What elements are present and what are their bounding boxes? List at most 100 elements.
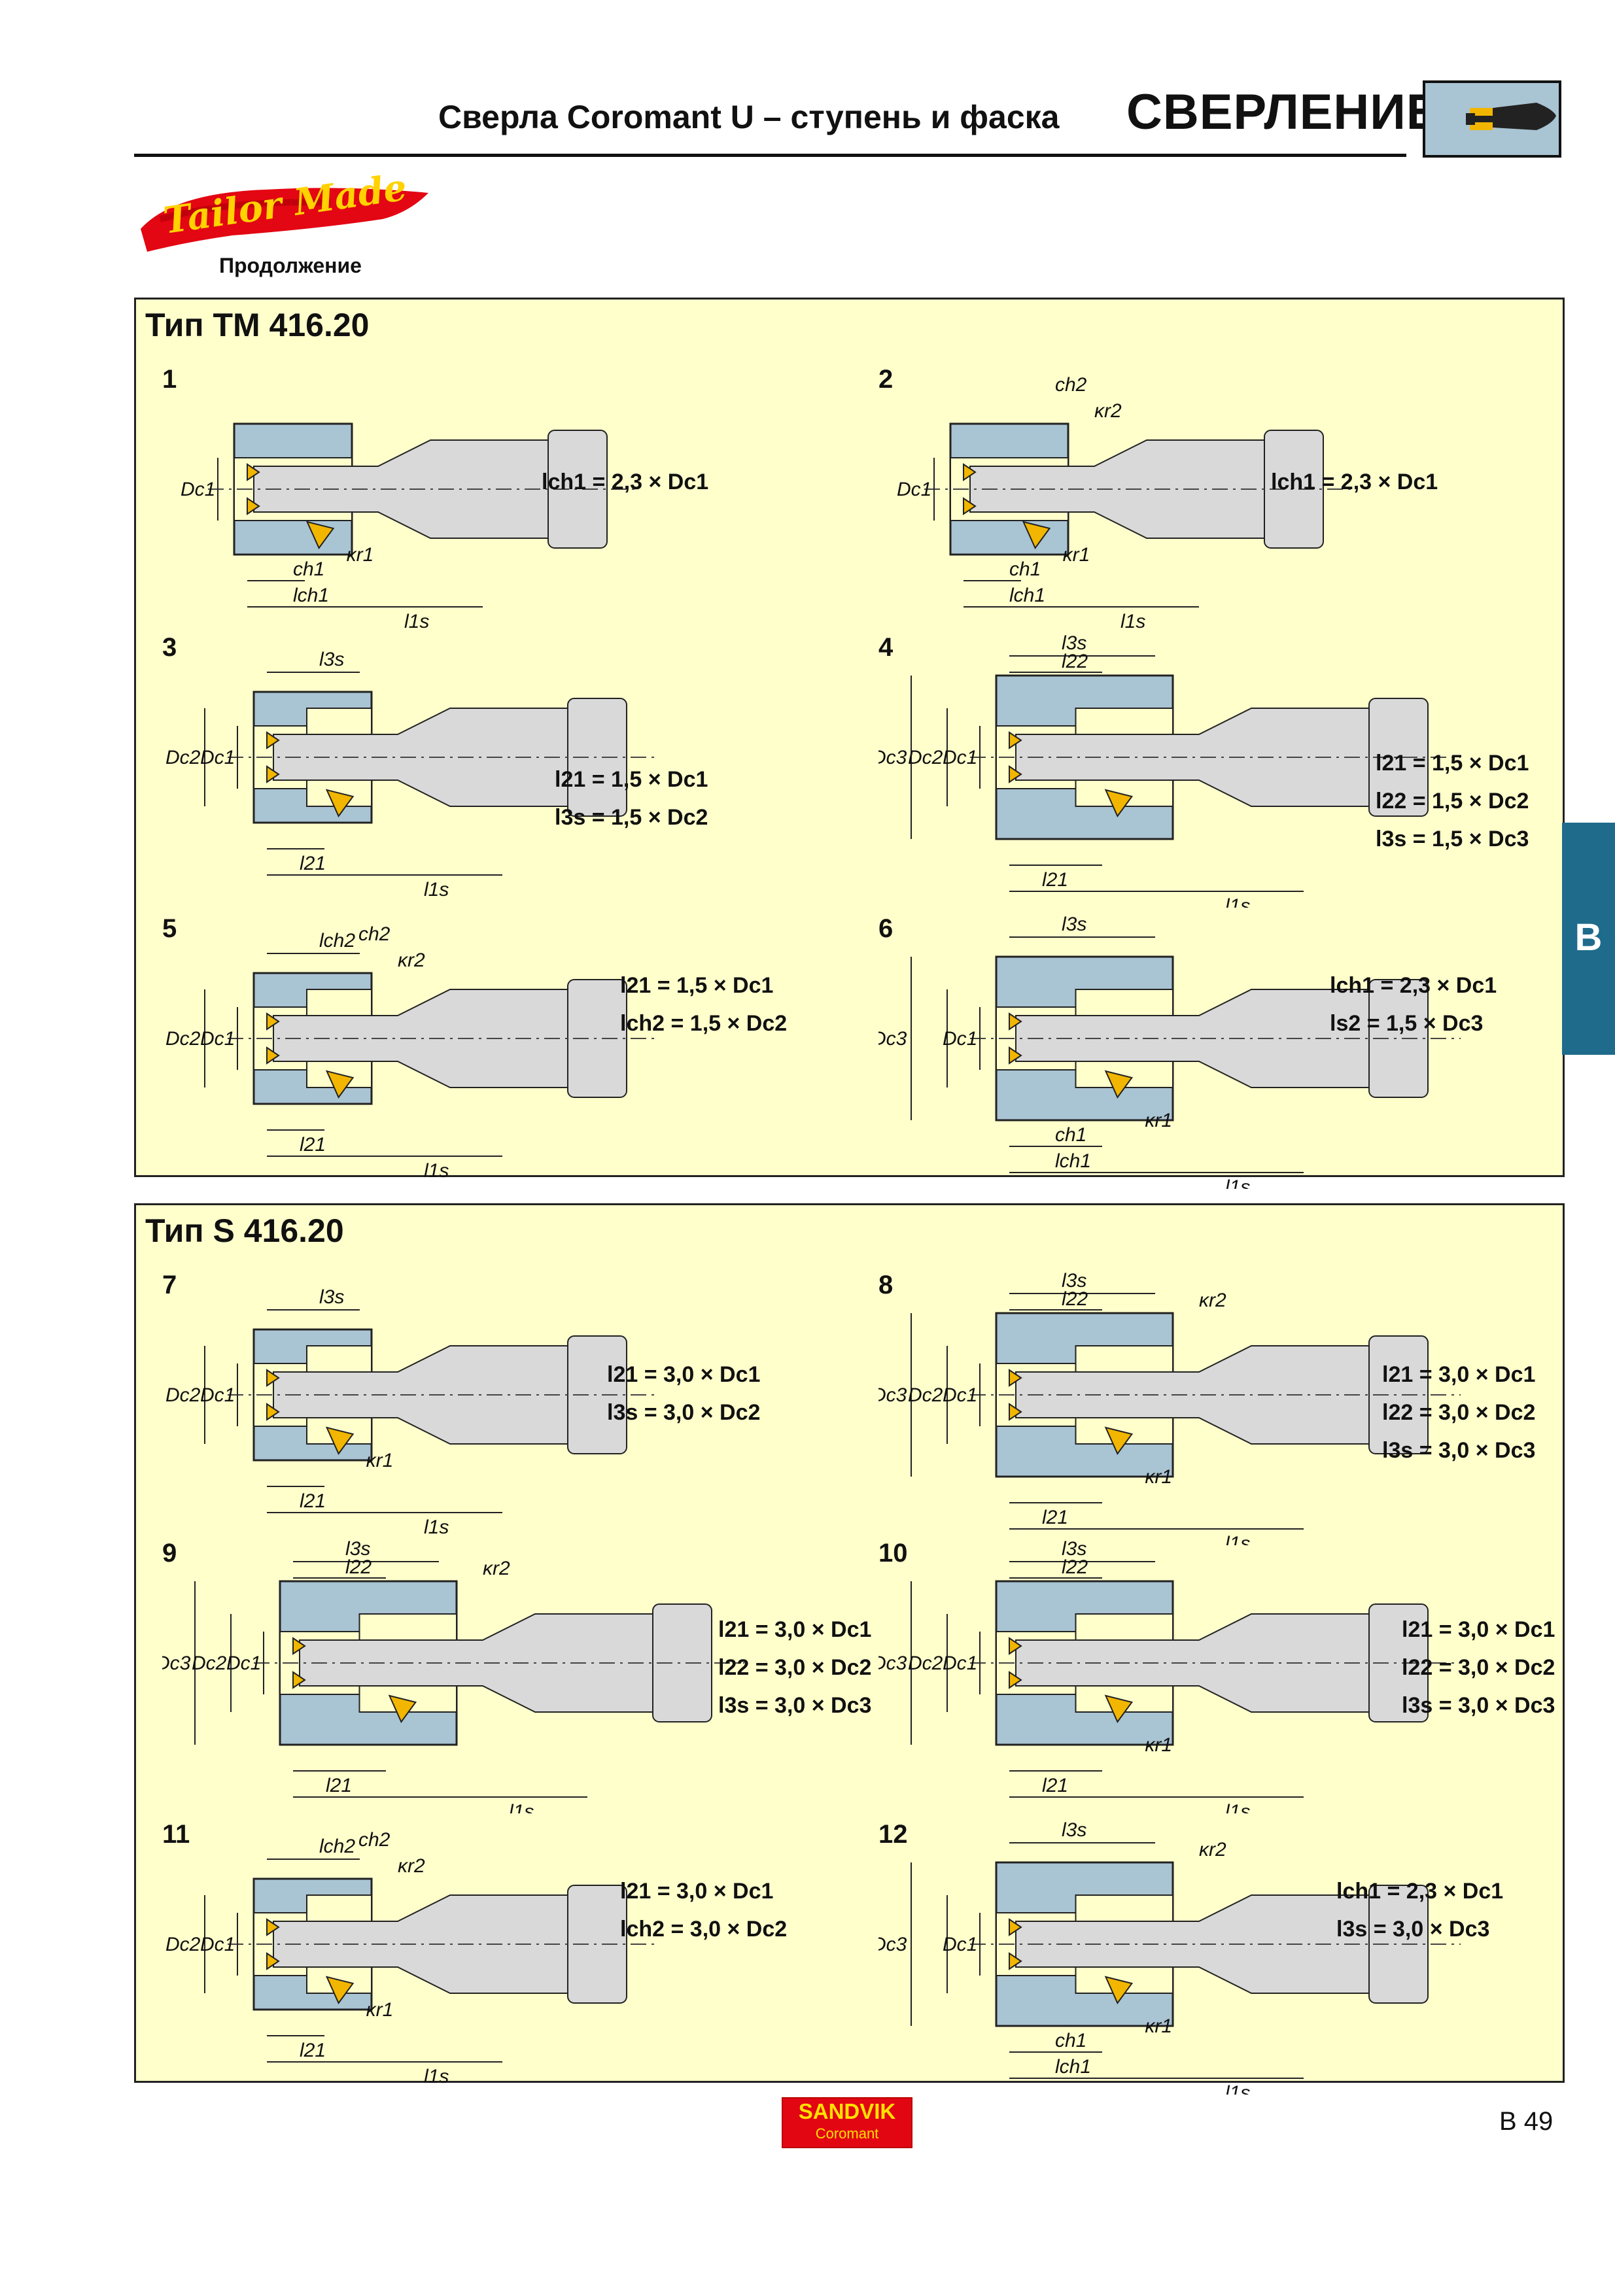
dim-label-l3s: l3s [1062,1820,1086,1841]
brand-sub: Coromant [815,2125,879,2142]
dim-label-l1s: l1s [1225,1801,1250,1813]
dim-label-dc2: Dc2 [165,1384,201,1406]
dim-label-l21: l21 [1042,1507,1068,1528]
header-rule [134,154,1406,157]
formula-line: l22 = 3,0 × Dc2 [718,1655,872,1680]
dim-label-l1s: l1s [1225,1533,1250,1545]
dim-label-dc2: Dc2 [192,1653,227,1674]
dim-label-ch2: ch2 [358,923,391,945]
panel-title: Тип S 416.20 [145,1212,344,1249]
dim-label-lch1: lch1 [1055,1150,1091,1172]
formula-line: l3s = 1,5 × Dc2 [555,805,708,830]
dim-label-dc3: Dc3 [878,1934,907,1955]
dim-label-kr2: κr2 [1199,1290,1226,1311]
figure-number: 4 [878,633,894,662]
dim-label-ch1: ch1 [1055,2030,1086,2051]
dim-label-lch2: lch2 [319,930,355,951]
dim-label-dc3: Dc3 [878,1384,907,1406]
dim-label-ch1: ch1 [1055,1124,1086,1146]
formula-line: l22 = 3,0 × Dc2 [1382,1400,1536,1425]
dim-label-kr2: κr2 [1199,1839,1226,1860]
dim-label-l3s: l3s [319,1286,344,1308]
formula-line: lch1 = 2,3 × Dc1 [1336,1879,1504,1904]
figure-formulas: l21 = 3,0 × Dc1 l22 = 3,0 × Dc2 l3s = 3,0 … [718,1611,871,1724]
dim-label-l1s: l1s [424,879,449,900]
dim-label-dc1: Dc1 [943,747,977,768]
formula-line: l21 = 1,5 × Dc1 [620,973,774,998]
dim-label-kr2: κr2 [1094,400,1122,422]
dim-label-kr1: κr1 [1063,544,1090,566]
figure-formulas: l21 = 1,5 × Dc1 lch2 = 1,5 × Dc2 [620,967,787,1042]
formula-line: l3s = 3,0 × Dc3 [718,1693,872,1718]
dim-label-ch1: ch1 [293,558,324,580]
drill-sketch: Dc1Dc3ch1lch1l1sl3sκr1 [878,914,1461,1189]
section-tab-label: B [1574,916,1603,959]
dim-label-dc1: Dc1 [200,1028,235,1050]
dim-label-l3s: l3s [345,1539,370,1560]
figure-number: 7 [162,1271,177,1299]
dim-label-l1s: l1s [424,2066,449,2087]
formula-line: l22 = 1,5 × Dc2 [1376,789,1529,814]
formula-line: l21 = 1,5 × Dc1 [1376,751,1529,776]
figure-number: 8 [878,1271,894,1299]
dim-label-l1s: l1s [509,1801,534,1813]
drill-sketch: Dc1Dc2Dc3l21l1sl3sl22κr2κr1 [878,1271,1461,1545]
dim-label-l21: l21 [300,1490,326,1512]
figure-number: 1 [162,365,177,394]
figure-number: 10 [878,1539,908,1568]
dim-label-l1s: l1s [424,1516,449,1538]
dim-label-l22: l22 [1062,1288,1088,1310]
dim-label-l1s: l1s [424,1160,449,1182]
dim-label-dc3: Dc3 [878,1028,907,1050]
figure-9: 9Dc1Dc2Dc3l21l1sl3sl22κr2l21 = 3,0 × Dc1… [162,1539,871,1813]
dim-label-dc2: Dc2 [908,1384,943,1406]
dim-label-lch1: lch1 [1055,2056,1091,2078]
formula-line: ls2 = 1,5 × Dc3 [1330,1011,1484,1036]
section-tab[interactable] [1562,823,1615,1055]
dim-label-dc2: Dc2 [908,1653,943,1674]
dim-label-lch1: lch1 [1009,585,1045,606]
dim-label-ch2: ch2 [358,1829,391,1851]
dim-label-dc1: Dc1 [943,1934,977,1955]
figure-8: 8Dc1Dc2Dc3l21l1sl3sl22κr2κr1l21 = 3,0 × … [878,1271,1585,1545]
dim-label-kr2: κr2 [483,1558,510,1579]
brand-name: SANDVIK [798,2099,896,2123]
dim-label-dc1: Dc1 [226,1653,261,1674]
dim-label-kr2: κr2 [398,950,425,971]
formula-line: lch2 = 3,0 × Dc2 [620,1917,788,1942]
formula-line: l3s = 3,0 × Dc2 [607,1400,761,1425]
dim-label-l22: l22 [345,1556,372,1578]
formula-line: l21 = 3,0 × Dc1 [718,1617,872,1642]
dim-label-kr1: κr1 [1145,1466,1172,1488]
formula-line: l3s = 1,5 × Dc3 [1376,827,1529,851]
formula-line: l3s = 3,0 × Dc3 [1382,1438,1536,1463]
formula-line: lch2 = 1,5 × Dc2 [620,1011,788,1036]
dim-label-ch1: ch1 [1009,558,1041,580]
dim-label-l3s: l3s [1062,1539,1086,1560]
dim-label-dc1: Dc1 [200,1384,235,1406]
page-subtitle: Сверла Coromant U – ступень и фаска [438,99,1060,135]
figure-formulas: lch1 = 2,3 × Dc1 [1271,463,1438,501]
figure-10: 10Dc1Dc2Dc3l21l1sl3sl22κr1l21 = 3,0 × Dc… [878,1539,1585,1813]
figure-number: 11 [162,1820,190,1849]
formula-line: lch1 = 2,3 × Dc1 [542,470,709,494]
figure-number: 9 [162,1539,177,1568]
dim-label-l1s: l1s [1225,2082,1250,2095]
dim-label-l21: l21 [1042,1775,1068,1796]
drill-sketch: Dc1Dc2Dc3l21l1sl3sl22κr1 [878,1539,1461,1813]
section-title: СВЕРЛЕНИЕ [1126,84,1440,140]
formula-line: l21 = 1,5 × Dc1 [555,767,708,792]
dim-label-dc1: Dc1 [943,1028,977,1050]
